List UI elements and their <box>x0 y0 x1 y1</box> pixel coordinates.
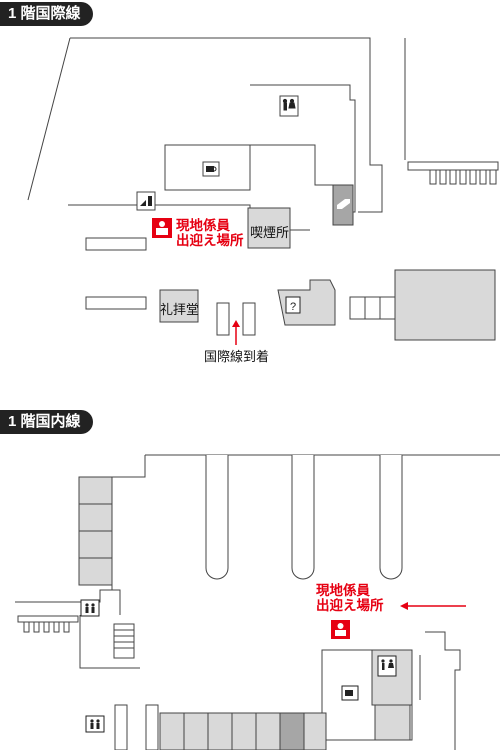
domestic-floor-map <box>15 454 500 750</box>
restroom-icon <box>377 655 397 677</box>
arrival-label: 国際線到着 <box>204 349 270 364</box>
staff-label-line1: 現地係員 <box>176 218 230 233</box>
escalator-icon <box>337 199 350 209</box>
information-icon: ? <box>285 296 301 314</box>
staff-meeting-point-label-intl: 現地係員 出迎え場所 <box>176 218 244 248</box>
smoking-room-label: 喫煙所 <box>250 225 290 240</box>
svg-text:?: ? <box>290 301 296 313</box>
staff-label-line2: 出迎え場所 <box>176 233 244 248</box>
staff-meeting-point-label-domestic: 現地係員 出迎え場所 <box>316 583 384 613</box>
information-desk <box>277 279 336 326</box>
staff-label-line2: 出迎え場所 <box>316 598 384 613</box>
cafe-icon <box>341 685 359 701</box>
restroom-icon <box>282 98 296 111</box>
section-header-domestic: 1 階国内線 <box>0 410 93 434</box>
prayer-room <box>159 289 199 323</box>
header-label: 1 階国際線 <box>8 5 81 22</box>
header-label: 1 階国内線 <box>8 413 81 430</box>
staff-label-line1: 現地係員 <box>316 583 370 598</box>
smoking-room <box>247 207 291 249</box>
prayer-room-label: 礼拝堂 <box>160 302 200 317</box>
section-header-international: 1 階国際線 <box>0 2 93 26</box>
outer-wall <box>70 37 383 213</box>
elevator-icon <box>80 599 100 617</box>
elevator-icon <box>85 715 105 733</box>
elevator-icon <box>140 196 152 206</box>
person-icon <box>331 620 350 639</box>
international-floor-map: ? <box>27 37 499 345</box>
cafe-icon <box>206 166 217 172</box>
person-icon <box>152 218 172 238</box>
